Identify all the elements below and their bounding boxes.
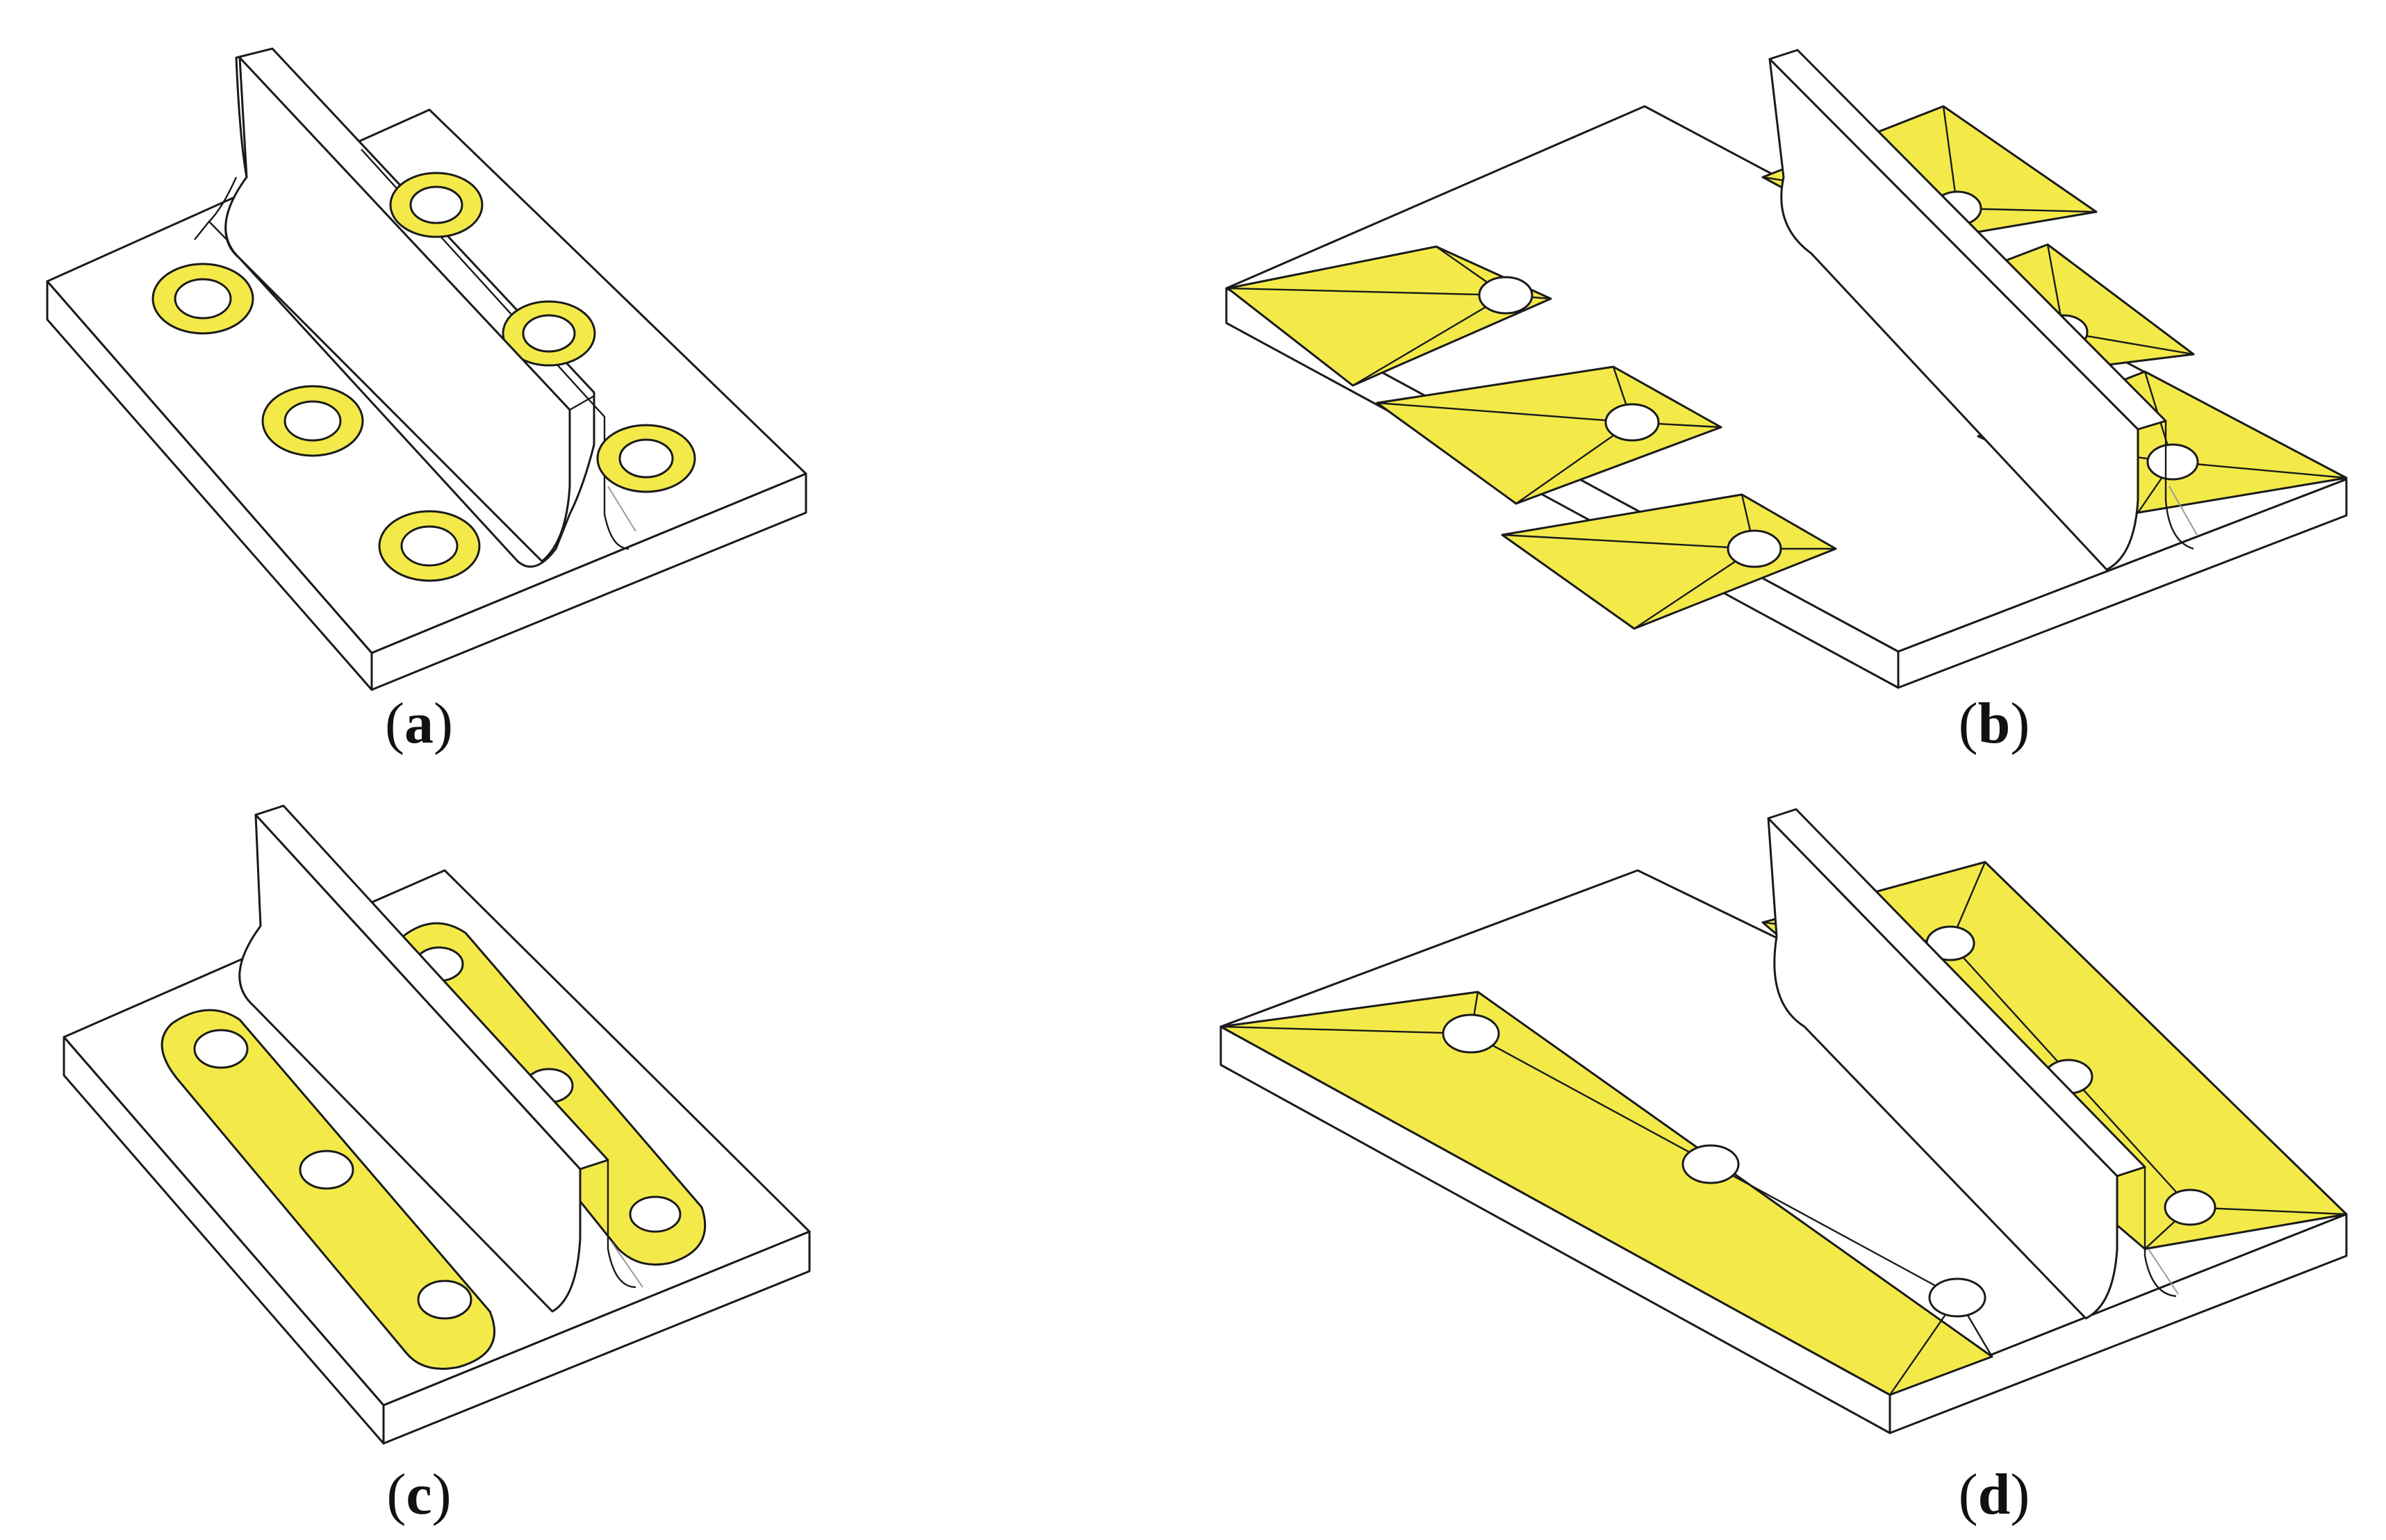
- washer-1: [151, 263, 254, 335]
- pyramid-pad-left-2: [1376, 365, 1722, 505]
- slot-pad-left: [161, 1009, 496, 1370]
- rib-shadow-line: [2169, 486, 2198, 536]
- panel-d: (d): [1193, 770, 2386, 1539]
- base-plate-side: [1889, 1213, 2348, 1434]
- panel-b: (b): [1193, 0, 2386, 770]
- caption-c: (c): [386, 1462, 452, 1527]
- trough-pad-left: [1219, 991, 1993, 1396]
- base-plate-side: [1897, 478, 2348, 689]
- rib-face: [1768, 58, 2139, 571]
- rib-front-face-edge: [569, 395, 595, 411]
- washer-2: [261, 385, 364, 457]
- washer-4: [389, 172, 484, 238]
- pyramid-pad-left-1: [1226, 245, 1552, 387]
- pyramid-pad-left-3: [1501, 493, 1837, 630]
- caption-b: (b): [1958, 691, 2030, 756]
- rib-root-right: [2164, 421, 2194, 550]
- t-bracket-model-b: [1225, 49, 2348, 689]
- t-bracket-model-d: [1219, 808, 2348, 1434]
- rib-shadow-line: [611, 1241, 643, 1288]
- washer-6: [596, 424, 696, 493]
- washer-5: [502, 300, 596, 367]
- base-plate-side: [370, 472, 807, 691]
- rib-shadow-line: [2148, 1248, 2179, 1295]
- panel-c: (c): [0, 770, 1193, 1539]
- rib-face: [1767, 817, 2118, 1320]
- rib-root-right: [2144, 1167, 2177, 1298]
- rib-face: [238, 813, 582, 1313]
- caption-d: (d): [1958, 1462, 2030, 1527]
- base-plate-side: [382, 1230, 811, 1445]
- rib-fillet-left: [194, 176, 238, 240]
- panel-a: (a): [0, 0, 1193, 770]
- washer-3: [378, 510, 481, 582]
- t-bracket-model-a: [46, 47, 807, 691]
- rib-face: [224, 56, 571, 563]
- rib-root-right: [361, 149, 630, 550]
- rib-root-right: [607, 1160, 636, 1289]
- caption-a: (a): [385, 691, 453, 756]
- t-bracket-model-c: [63, 804, 811, 1445]
- rib-shadow-line: [607, 486, 636, 532]
